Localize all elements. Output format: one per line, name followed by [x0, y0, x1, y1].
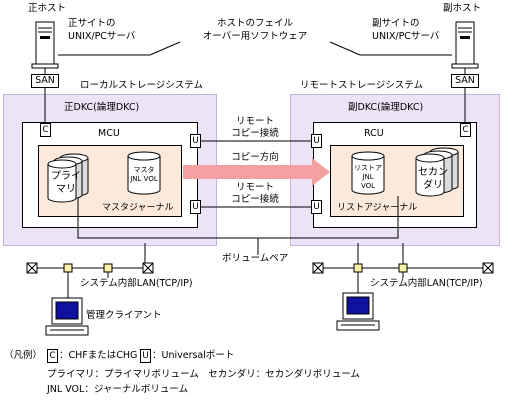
rcu-label: RCU — [364, 128, 384, 139]
restore-jnl-volume-icon — [351, 151, 385, 195]
primary-dkc-label: 正DKC(論理DKC) — [64, 102, 140, 113]
secondary-server-line2: UNIX/PCサーバ — [372, 31, 440, 42]
lan-left-label: システム内部LAN(TCP/IP) — [80, 278, 193, 289]
failover-software-line2: オーバー用ソフトウェア — [202, 31, 308, 42]
secondary-server-line1: 副サイトの — [372, 18, 420, 29]
local-storage-label: ローカルストレージシステム — [80, 80, 204, 91]
u-port-label: U — [192, 202, 199, 212]
secondary-host-title: 副ホスト — [443, 3, 482, 14]
restore-journal-label: リストアジャーナル — [337, 203, 418, 213]
secondary-san-label: SAN — [455, 75, 475, 86]
legend-volume-terms: プライマリ：プライマリボリューム セカンダリ：セカンダリボリューム — [47, 369, 360, 380]
management-client-label: 管理クライアント — [86, 310, 162, 321]
u-port-label: U — [313, 136, 320, 146]
mcu-u-port-bottom: U — [190, 200, 201, 214]
secondary-c-port: C — [460, 123, 471, 137]
legend-u-desc: ：Universalポート — [152, 350, 235, 361]
management-client-pc-icon — [45, 297, 89, 336]
primary-san-label: SAN — [35, 75, 55, 86]
secondary-host-server-icon — [451, 21, 479, 69]
lan-right-label: システム内部LAN(TCP/IP) — [370, 278, 483, 289]
primary-host-server-icon — [31, 21, 59, 69]
primary-c-port: C — [40, 123, 51, 137]
master-jnl-line1: マスタ — [133, 166, 155, 174]
master-jnl-line2: JNL VOL — [130, 175, 158, 183]
legend-c-box: C — [47, 349, 58, 363]
restore-jnl-line1: リストア — [354, 164, 382, 172]
primary-san-box: SAN — [31, 74, 59, 88]
remote-copy-bottom-line2: コピー接続 — [231, 194, 279, 205]
secondary-volume-line1: セカン — [418, 167, 448, 178]
u-port-label: U — [313, 202, 320, 212]
c-port-label: C — [42, 125, 49, 135]
master-journal-label: マスタジャーナル — [102, 203, 174, 213]
rcu-u-port-bottom: U — [311, 200, 322, 214]
lan-pc-icon — [336, 292, 380, 331]
master-jnl-volume-icon — [127, 151, 161, 195]
failover-software-line1: ホストのフェイル — [216, 18, 293, 29]
legend-u-mark: U — [142, 351, 149, 361]
lan-junction-icon — [63, 263, 408, 273]
copy-direction-label: コピー方向 — [231, 152, 279, 163]
secondary-dkc-label: 副DKC(論理DKC) — [348, 102, 424, 113]
legend-u-box: U — [140, 349, 151, 363]
primary-volume-line2: マリ — [56, 184, 76, 195]
remote-copy-bottom-line1: リモート — [235, 182, 274, 193]
legend-c-desc: ：CHFまたはCHG — [59, 350, 138, 361]
volume-pair-label: ボリュームペア — [222, 253, 289, 264]
primary-host-title: 正ホスト — [28, 3, 67, 14]
legend-jnl-term: JNL VOL：ジャーナルボリューム — [47, 384, 189, 395]
primary-volume-line1: プライ — [51, 171, 81, 182]
restore-jnl-line2: JNL — [362, 173, 374, 181]
primary-volume-icon — [47, 153, 89, 203]
secondary-volume-icon — [415, 147, 459, 197]
restore-jnl-line3: VOL — [360, 182, 376, 190]
primary-server-line1: 正サイトの — [68, 18, 116, 29]
rcu-u-port-top: U — [311, 134, 322, 148]
legend-c-mark: C — [49, 351, 56, 361]
remote-copy-top-line1: リモート — [235, 116, 274, 127]
u-port-label: U — [192, 136, 199, 146]
c-port-label: C — [462, 125, 469, 135]
remote-copy-top-line2: コピー接続 — [231, 128, 279, 139]
mcu-u-port-top: U — [190, 134, 201, 148]
copy-direction-arrow — [183, 158, 330, 186]
legend-title: （凡例） — [4, 350, 43, 361]
remote-storage-label: リモートストレージシステム — [300, 80, 424, 91]
mcu-label: MCU — [98, 128, 120, 139]
secondary-volume-line2: ダリ — [423, 180, 443, 191]
secondary-san-box: SAN — [451, 74, 479, 88]
lan-terminator-icon — [26, 262, 494, 274]
primary-server-line2: UNIX/PCサーバ — [68, 31, 136, 42]
